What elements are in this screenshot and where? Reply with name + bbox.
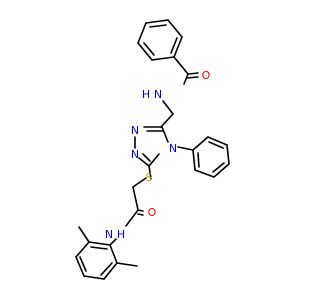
bond-acetamide-o-2 (137, 213, 144, 216)
molecule-diagram: O H N N N N S O N H (75, 19, 230, 280)
bond-s-ch2 (132, 177, 147, 188)
bond-carbonyl-o-2 (186, 76, 199, 79)
atom-benzoyl-oxygen: O (202, 69, 211, 82)
n-phenyl-ring (192, 136, 230, 178)
bond-nh-aryl (109, 238, 117, 246)
atom-top-nh-nitrogen: N (154, 88, 162, 101)
atom-bottom-nh-nitrogen: N (105, 228, 113, 241)
atom-triazole-n4: N (169, 142, 177, 155)
atom-bottom-nh-hydrogen: H (117, 228, 125, 241)
atom-acetamide-oxygen: O (148, 206, 157, 219)
bond-ch2-triazole (160, 113, 174, 128)
atom-sulfur: S (146, 171, 153, 184)
bond-nh-ch2 (162, 100, 174, 115)
bond-acetamide-o-1 (137, 209, 144, 212)
atom-triazole-n2: N (131, 148, 139, 161)
bond-carbonyl-o-1 (188, 72, 199, 75)
bond-methyl-ortho (78, 226, 90, 243)
triazole-ring (134, 126, 169, 167)
atom-top-nh-hydrogen: H (142, 88, 150, 101)
bond-ring-carbonyl (173, 56, 189, 75)
bond-carbonyl-nh (125, 209, 139, 227)
dimethylphenyl-ring (75, 241, 118, 280)
benzoyl-benzene-ring (137, 19, 183, 61)
bond-methyl-meta (116, 262, 138, 267)
bond-n-phenyl (177, 146, 194, 151)
bond-lines (75, 19, 230, 280)
molecule-structure: O H N N N N S O N H (75, 19, 230, 280)
atom-triazole-n1: N (131, 124, 139, 137)
bond-carbonyl-n (183, 73, 189, 85)
bond-triazole-s (148, 165, 152, 180)
bond-ch2-carbonyl (132, 186, 139, 211)
